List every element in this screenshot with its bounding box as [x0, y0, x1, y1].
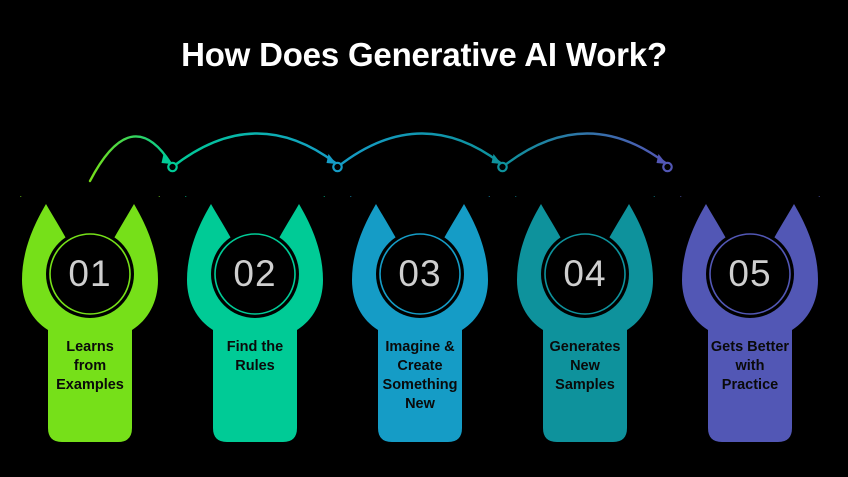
step-label-05: Gets Better with Practice [710, 339, 790, 393]
step-label-02: Find the Rules [226, 339, 284, 374]
step-number-01: 01 [68, 253, 112, 294]
step-label-03: Imagine & Create Something New [382, 339, 458, 412]
step-shape-05 [680, 196, 820, 442]
number-disc-ring [214, 233, 296, 315]
number-disc-ring [379, 233, 461, 315]
step-shape-02 [185, 196, 325, 442]
step-shape-03 [350, 196, 490, 442]
number-disc-background [211, 230, 299, 318]
step-shape-04 [515, 196, 655, 442]
page-title: How Does Generative AI Work? [181, 36, 667, 73]
number-disc-ring [709, 233, 791, 315]
step-number-04: 04 [563, 253, 607, 294]
step-label-04: Generates New Samples [549, 339, 621, 393]
number-disc-background [46, 230, 134, 318]
step-shape-01 [20, 196, 160, 442]
number-disc-background [541, 230, 629, 318]
number-disc-background [376, 230, 464, 318]
number-disc-ring [544, 233, 626, 315]
step-label-01: Learns from Examples [56, 339, 124, 393]
number-disc-ring [49, 233, 131, 315]
step-number-03: 03 [398, 253, 442, 294]
step-number-05: 05 [728, 253, 772, 294]
number-disc-background [706, 230, 794, 318]
step-number-02: 02 [233, 253, 277, 294]
